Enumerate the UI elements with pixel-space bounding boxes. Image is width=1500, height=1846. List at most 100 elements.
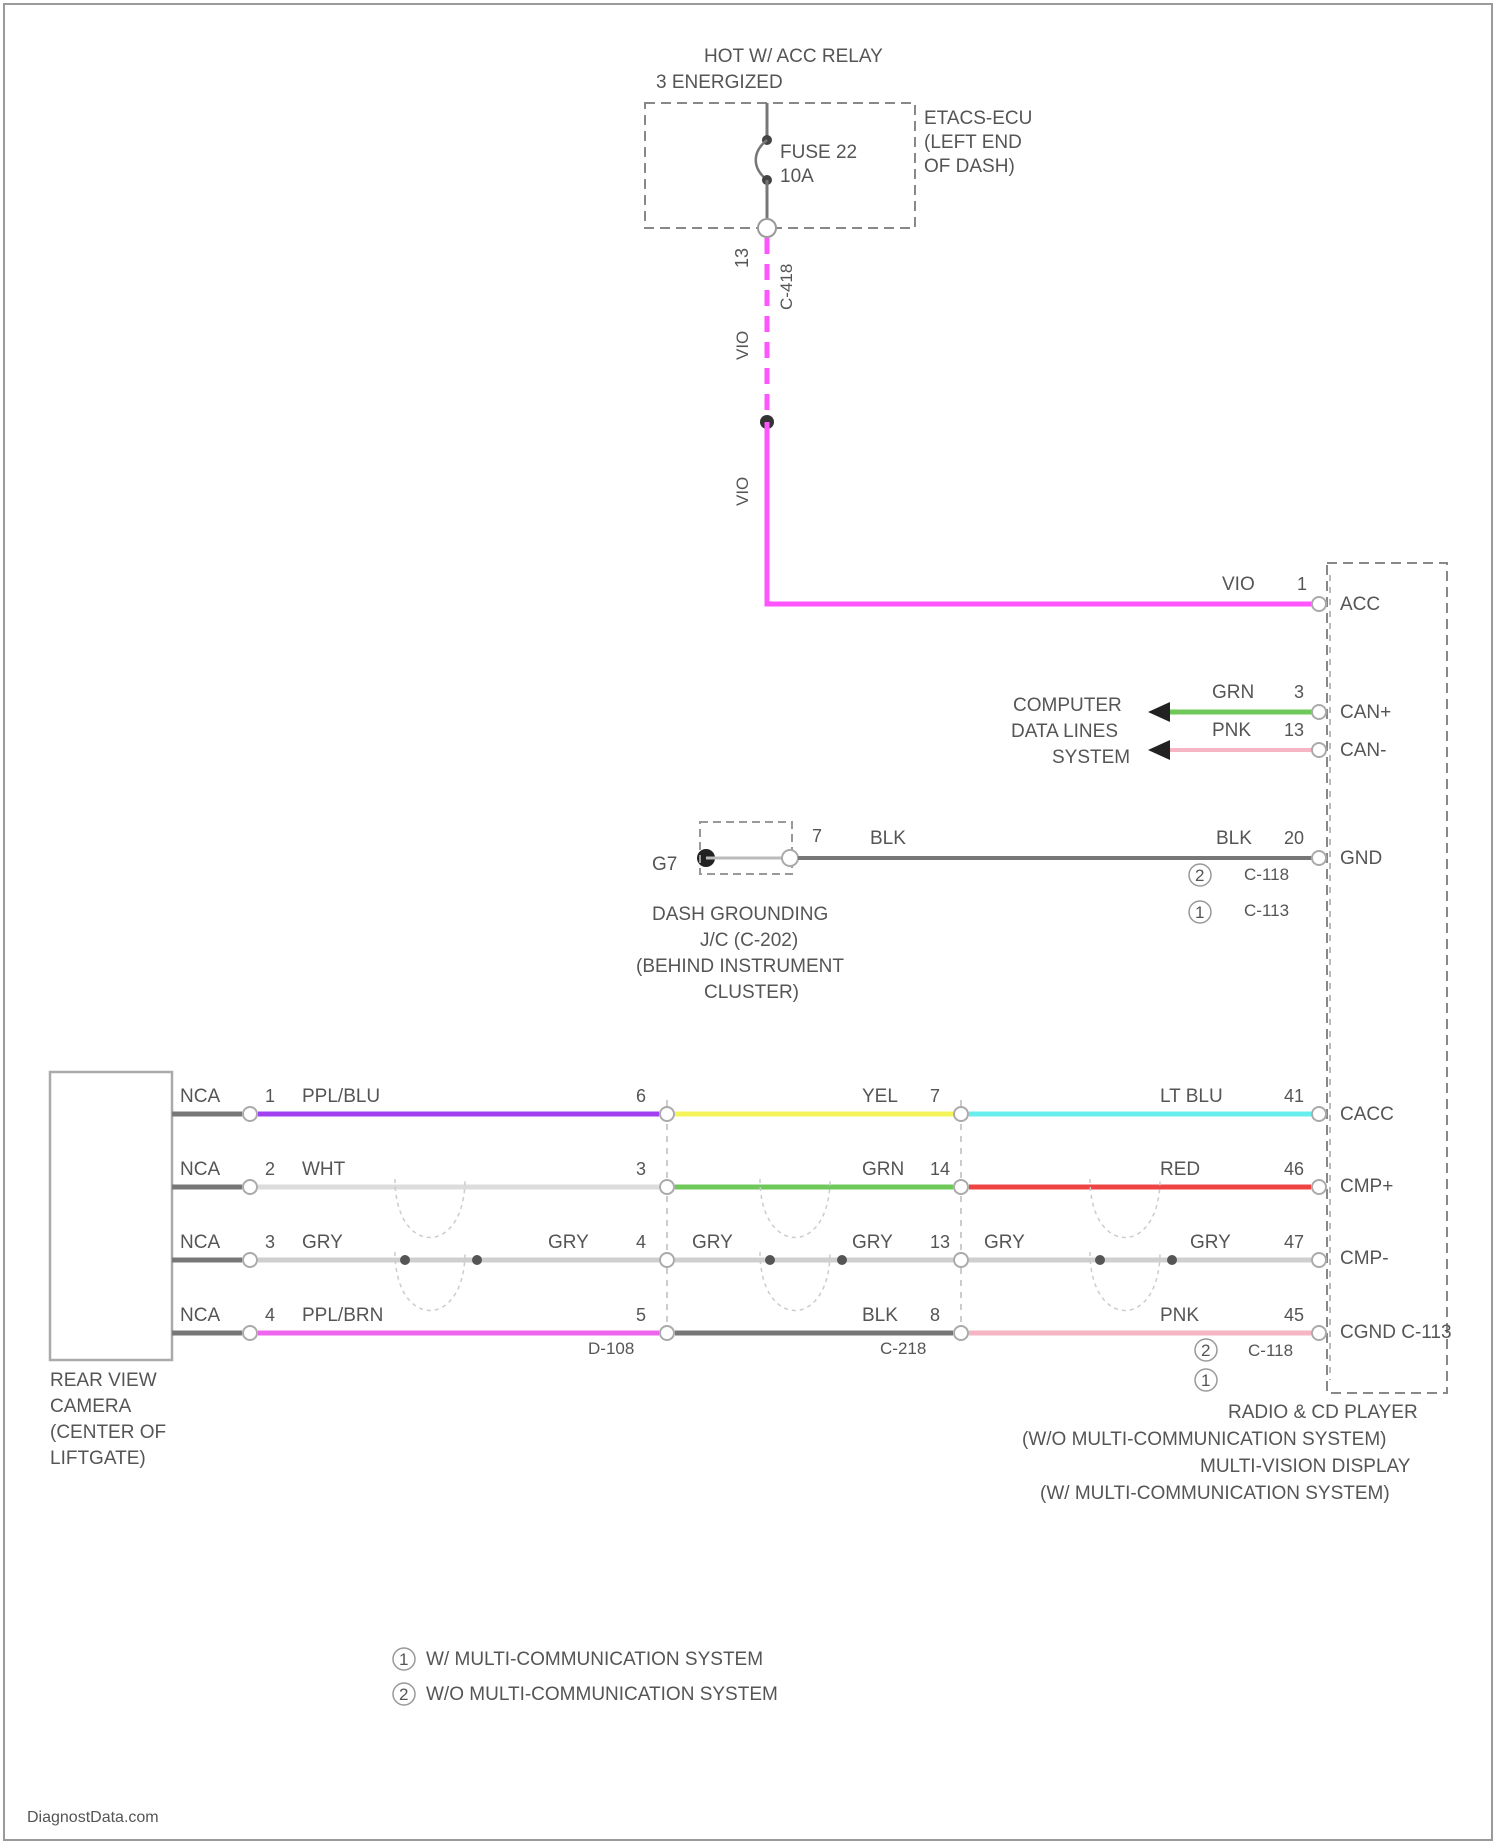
legend-badge-2-text: 2 [399, 1685, 408, 1704]
terminal-4-3 [954, 1326, 968, 1340]
camera-label-3: (CENTER OF [50, 1422, 166, 1443]
terminal-1-2 [660, 1107, 674, 1121]
canl-arrow-icon [1148, 740, 1170, 760]
etacs-label-1: ETACS-ECU [924, 108, 1032, 129]
d108-pin-3: 4 [636, 1232, 646, 1252]
splice-dot-2 [472, 1255, 482, 1265]
watermark: DiagnostData.com [27, 1809, 159, 1826]
ground-pin: 7 [812, 826, 822, 846]
camera-pin-3: 3 [265, 1232, 275, 1252]
canh-arrow-icon [1148, 702, 1170, 722]
acc-terminal [1312, 597, 1326, 611]
radio-pin-2: 46 [1284, 1159, 1304, 1179]
terminal-2-2 [660, 1180, 674, 1194]
terminal-3-2 [660, 1253, 674, 1267]
acc-pin: 1 [1297, 574, 1307, 594]
canh-terminal [1312, 705, 1326, 719]
wire2-label-4: BLK [862, 1305, 898, 1326]
terminal-2-1 [243, 1180, 257, 1194]
source-label-1: HOT W/ ACC RELAY [704, 46, 883, 67]
cgnd-label: CGND C-113 [1340, 1322, 1452, 1343]
camera-label-4: LIFTGATE) [50, 1448, 146, 1469]
legend-badge-1-text: 1 [399, 1650, 408, 1669]
canh-label: CAN+ [1340, 702, 1391, 723]
wire1-label-2: WHT [302, 1159, 346, 1180]
gnd-badge-2-text: 1 [1195, 903, 1204, 922]
wire3-label-4: PNK [1160, 1305, 1199, 1326]
cmpm-label: CMP- [1340, 1248, 1389, 1269]
terminal-4-2 [660, 1326, 674, 1340]
wire1b-label-3: GRY [548, 1232, 589, 1253]
acc-label: ACC [1340, 594, 1380, 615]
gnd-label: GND [1340, 848, 1382, 869]
nca-label-4: NCA [180, 1305, 220, 1326]
terminal-4-4 [1312, 1326, 1326, 1340]
camera-pin-2: 2 [265, 1159, 275, 1179]
splice-dot-6 [1167, 1255, 1177, 1265]
gnd-connector-1: C-118 [1244, 865, 1289, 884]
d108-pin-1: 6 [636, 1086, 646, 1106]
wire3-label-2: RED [1160, 1159, 1200, 1180]
bottom-badge-2-text: 1 [1201, 1371, 1210, 1390]
fuse-pin-number: 13 [732, 248, 752, 268]
canl-wire-label: PNK [1212, 720, 1251, 741]
canh-wire-label: GRN [1212, 682, 1254, 703]
wire1-label-1: PPL/BLU [302, 1086, 380, 1107]
vio-label-lower: VIO [733, 477, 752, 506]
terminal-3-4 [1312, 1253, 1326, 1267]
terminal-4-1 [243, 1326, 257, 1340]
canl-pin: 13 [1284, 720, 1304, 740]
radio-name-2: (W/O MULTI-COMMUNICATION SYSTEM) [1022, 1429, 1387, 1450]
etacs-label-2: (LEFT END [924, 132, 1022, 153]
fuse-label-2: 10A [780, 166, 814, 187]
terminal-1-3 [954, 1107, 968, 1121]
wire3-label-3: GRY [984, 1232, 1025, 1253]
radio-name-1: RADIO & CD PLAYER [1228, 1402, 1418, 1423]
ground-label-3: (BEHIND INSTRUMENT [636, 956, 844, 977]
radio-pin-3: 47 [1284, 1232, 1304, 1252]
d108-pin-4: 5 [636, 1305, 646, 1325]
wire3-label-1: LT BLU [1160, 1086, 1223, 1107]
ground-id: G7 [652, 854, 677, 875]
camera-label-2: CAMERA [50, 1396, 132, 1417]
camera-pin-1: 1 [265, 1086, 275, 1106]
wire3b-label-3: GRY [1190, 1232, 1231, 1253]
ground-label-4: CLUSTER) [704, 982, 799, 1003]
cacc-label: CACC [1340, 1104, 1394, 1125]
canh-pin: 3 [1294, 682, 1304, 702]
wire1-label-3: GRY [302, 1232, 343, 1253]
wire2-label-3: GRY [692, 1232, 733, 1253]
terminal-2-3 [954, 1180, 968, 1194]
gnd-pin: 20 [1284, 828, 1304, 848]
ground-label-1: DASH GROUNDING [652, 904, 828, 925]
fuse-connector-pin [758, 219, 776, 237]
canl-label: CAN- [1340, 740, 1386, 761]
canl-terminal [1312, 743, 1326, 757]
acc-wire-label: VIO [1222, 574, 1255, 595]
connector-d108: D-108 [588, 1339, 634, 1358]
bottom-connector: C-118 [1248, 1341, 1293, 1360]
splice-dot-3 [765, 1255, 775, 1265]
nca-label-2: NCA [180, 1159, 220, 1180]
wire2-label-2: GRN [862, 1159, 904, 1180]
gnd-connector-2: C-113 [1244, 901, 1289, 920]
gnd-terminal [1312, 851, 1326, 865]
radio-pin-1: 41 [1284, 1086, 1304, 1106]
terminal-1-4 [1312, 1107, 1326, 1121]
camera-label-1: REAR VIEW [50, 1370, 157, 1391]
etacs-label-3: OF DASH) [924, 156, 1015, 177]
splice-dot-5 [1095, 1255, 1105, 1265]
terminal-3-1 [243, 1253, 257, 1267]
gnd-wire-right: BLK [1216, 828, 1252, 849]
vio-label-upper: VIO [733, 331, 752, 360]
bottom-badge-1-text: 2 [1201, 1341, 1210, 1360]
radio-name-3: MULTI-VISION DISPLAY [1200, 1456, 1411, 1477]
cmpp-label: CMP+ [1340, 1176, 1393, 1197]
c218-pin-1: 7 [930, 1086, 940, 1106]
can-system-3: SYSTEM [1052, 747, 1130, 768]
nca-label-3: NCA [180, 1232, 220, 1253]
c218-pin-3: 13 [930, 1232, 950, 1252]
wire1-label-4: PPL/BRN [302, 1305, 383, 1326]
c218-pin-2: 14 [930, 1159, 950, 1179]
